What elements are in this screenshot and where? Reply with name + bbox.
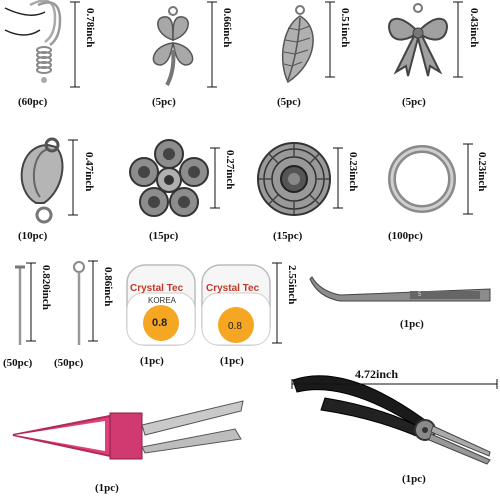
eye-pin-image: [73, 261, 85, 345]
pliers-image: [292, 375, 491, 465]
size-label: 0.23inch: [347, 152, 359, 192]
eye-pin-cell: 0.86inch (50pc): [54, 255, 125, 369]
quantity-label: (1pc): [140, 355, 164, 367]
leaf-charm-cell: 0.51inch (5pc): [250, 0, 370, 115]
spool-brand: Crystal Tec: [130, 283, 184, 294]
size-label: 0.66inch: [221, 8, 233, 48]
quantity-label: (5pc): [277, 96, 301, 108]
quantity-label: (5pc): [402, 96, 426, 108]
dimension-line: [68, 139, 78, 216]
spool-gauge: 0.8: [152, 317, 168, 329]
dimension-line: [463, 143, 473, 215]
earring-hooks-cell: 0.78inch (60pc): [0, 0, 120, 115]
jump-ring-image: [388, 145, 456, 213]
lobster-clasp-image: [20, 137, 64, 224]
dimension-line: [207, 1, 217, 88]
quantity-label: (10pc): [18, 230, 48, 242]
bow-charm-cell: 0.43inch (5pc): [370, 0, 500, 115]
spool-image: [126, 264, 196, 346]
dimension-line: [88, 260, 98, 342]
tweezers-engraving: 5: [418, 292, 422, 298]
size-label: 4.72inch: [355, 367, 399, 381]
crystal-tec-spool-1-cell: Crystal Tec KOREA 0.8 (1pc): [120, 255, 200, 367]
dimension-line: [291, 379, 498, 389]
thread-scissors-cell: (1pc): [0, 380, 250, 500]
bow-charm-image: [388, 3, 448, 77]
size-label: 0.47inch: [83, 152, 95, 192]
quantity-label: (1pc): [220, 355, 244, 367]
jump-ring-cell: 0.23inch (100pc): [370, 130, 500, 245]
flower-bead-cell: 0.27inch (15pc): [125, 130, 250, 245]
lobster-clasp-cell: 0.47inch (10pc): [0, 130, 120, 245]
clover-charm-image: [152, 6, 194, 86]
size-label: 0.43inch: [468, 8, 480, 48]
dimension-line: [70, 1, 80, 88]
quantity-label: (5pc): [152, 96, 176, 108]
spool-brand: Crystal Tec: [206, 283, 260, 294]
quantity-label: (60pc): [18, 96, 48, 108]
spool-gauge: 0.8: [228, 321, 242, 332]
size-label: 0.23inch: [476, 152, 488, 192]
clover-charm-cell: 0.66inch (5pc): [125, 0, 250, 115]
leaf-charm-image: [281, 5, 314, 84]
size-label: 0.51inch: [339, 8, 351, 48]
size-label: 0.78inch: [84, 8, 96, 48]
size-label: 0.820inch: [40, 265, 52, 310]
quantity-label: (15pc): [149, 230, 179, 242]
size-label: 0.86inch: [102, 267, 114, 307]
quantity-label: (1pc): [95, 482, 119, 494]
earring-hook-image: [4, 0, 62, 83]
dimension-line: [453, 1, 463, 78]
round-nose-pliers-cell: 4.72inch (1pc): [250, 355, 500, 500]
spool-origin: KOREA: [148, 296, 177, 305]
quantity-label: (1pc): [400, 318, 424, 330]
sunflower-bead-image: [257, 142, 331, 216]
tweezers-image: [309, 276, 491, 302]
spool-image: [201, 264, 271, 346]
dimension-line: [325, 1, 335, 78]
head-pin-cell: 0.820inch (50pc): [0, 255, 60, 369]
dimension-line: [333, 147, 343, 209]
quantity-label: (15pc): [273, 230, 303, 242]
quantity-label: (100pc): [388, 230, 423, 242]
quantity-label: (50pc): [3, 357, 33, 369]
quantity-label: (1pc): [402, 473, 426, 485]
tweezers-cell: 5 (1pc): [300, 270, 500, 340]
scissors-image: [12, 400, 244, 460]
size-label: 0.27inch: [224, 150, 236, 190]
dimension-line: [26, 262, 36, 342]
head-pin-image: [15, 265, 25, 345]
sunflower-bead-cell: 0.23inch (15pc): [250, 130, 370, 245]
quantity-label: (50pc): [54, 357, 84, 369]
crystal-tec-spool-2-cell: Crystal Tec 0.8 2.55inch (1pc): [198, 255, 298, 367]
dimension-line: [272, 262, 282, 344]
size-label: 2.55inch: [286, 265, 298, 305]
flower-bead-image: [129, 139, 209, 217]
dimension-line: [210, 147, 220, 209]
